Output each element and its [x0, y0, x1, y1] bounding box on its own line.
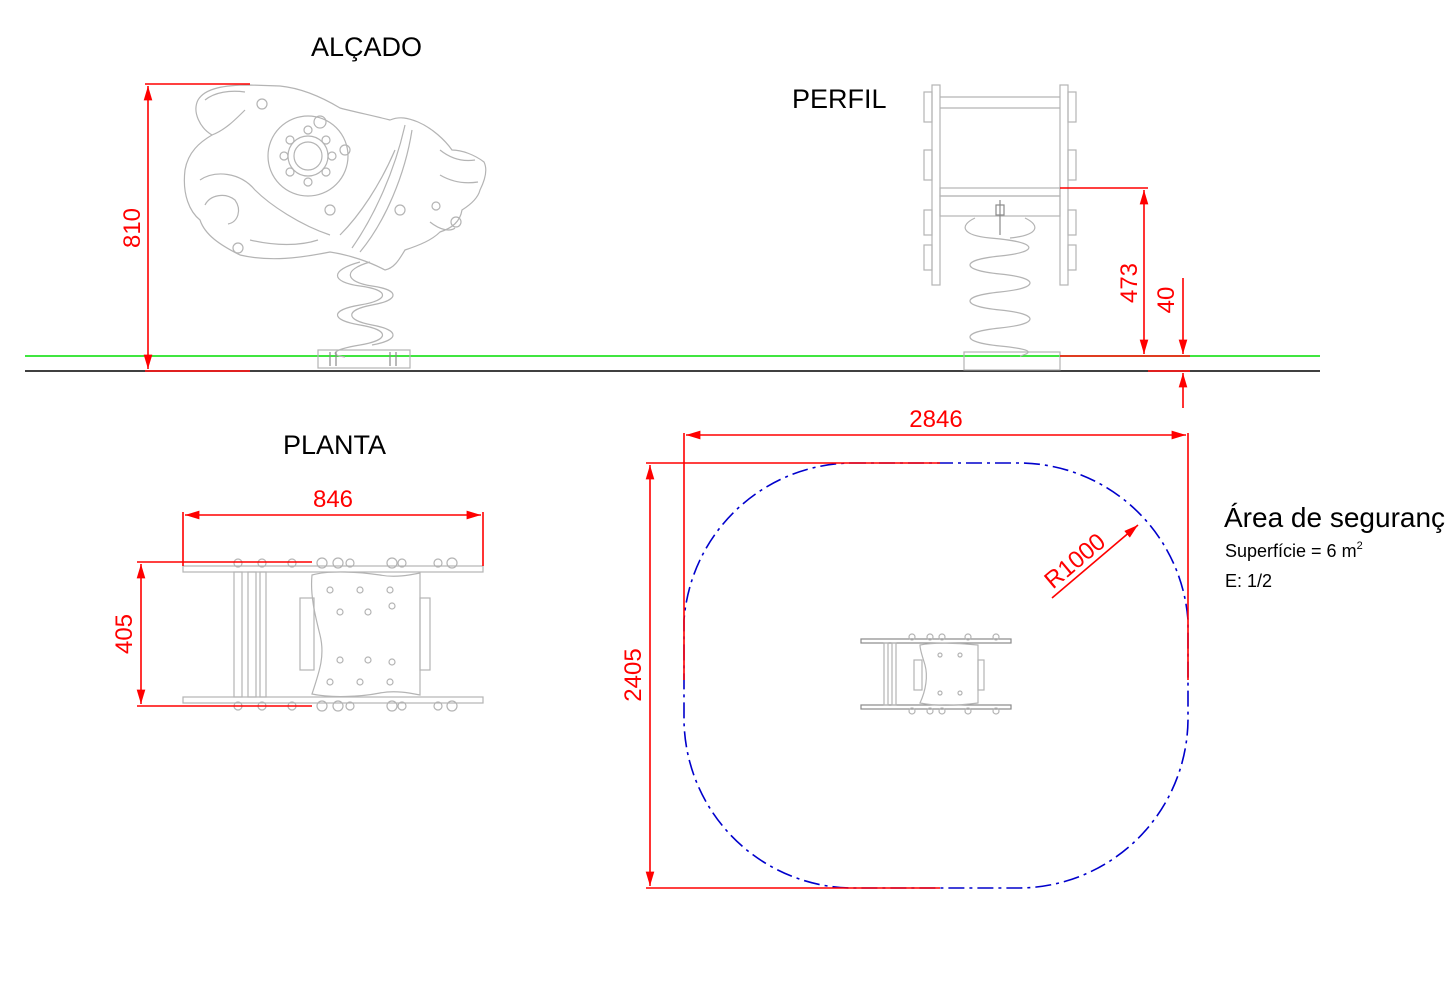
dimension-profile-height: 473: [1060, 187, 1149, 357]
safety-area-scale: E: 1/2: [1225, 571, 1272, 591]
dimension-area-width: 2405: [620, 462, 940, 889]
safety-area-boundary: [683, 462, 1189, 889]
area-width-label: 2405: [620, 648, 647, 701]
safety-area-surface: Superfície = 6 m2: [1225, 540, 1363, 561]
dimension-elevation-height: 810: [119, 83, 250, 372]
plan-width-label: 405: [111, 614, 138, 654]
profile-figure: [923, 84, 1077, 371]
dimension-profile-base: 40: [1148, 278, 1190, 408]
profile-base-label: 40: [1153, 287, 1180, 314]
dimension-plan-width: 405: [111, 561, 312, 707]
profile-height-label: 473: [1116, 263, 1143, 303]
plan-length-label: 846: [313, 486, 353, 513]
safety-area-title: Área de segurança: [1224, 502, 1445, 533]
dimension-area-radius: R1000: [1039, 524, 1139, 599]
dimension-plan-length: 846: [182, 486, 484, 566]
profile-title: PERFIL: [792, 84, 887, 114]
elevation-fish-figure: [183, 84, 487, 369]
safety-area-surface-exponent: 2: [1357, 540, 1363, 552]
safety-area-equipment-mini: [860, 633, 1012, 715]
area-length-label: 2846: [909, 406, 962, 433]
safety-area-surface-label: Superfície = 6 m: [1225, 541, 1357, 561]
elevation-title: ALÇADO: [311, 32, 422, 62]
area-radius-label: R1000: [1039, 528, 1111, 594]
elevation-height-label: 810: [119, 208, 146, 248]
plan-title: PLANTA: [283, 430, 386, 460]
plan-figure: [182, 557, 484, 712]
dimension-area-length: 2846: [683, 406, 1189, 680]
